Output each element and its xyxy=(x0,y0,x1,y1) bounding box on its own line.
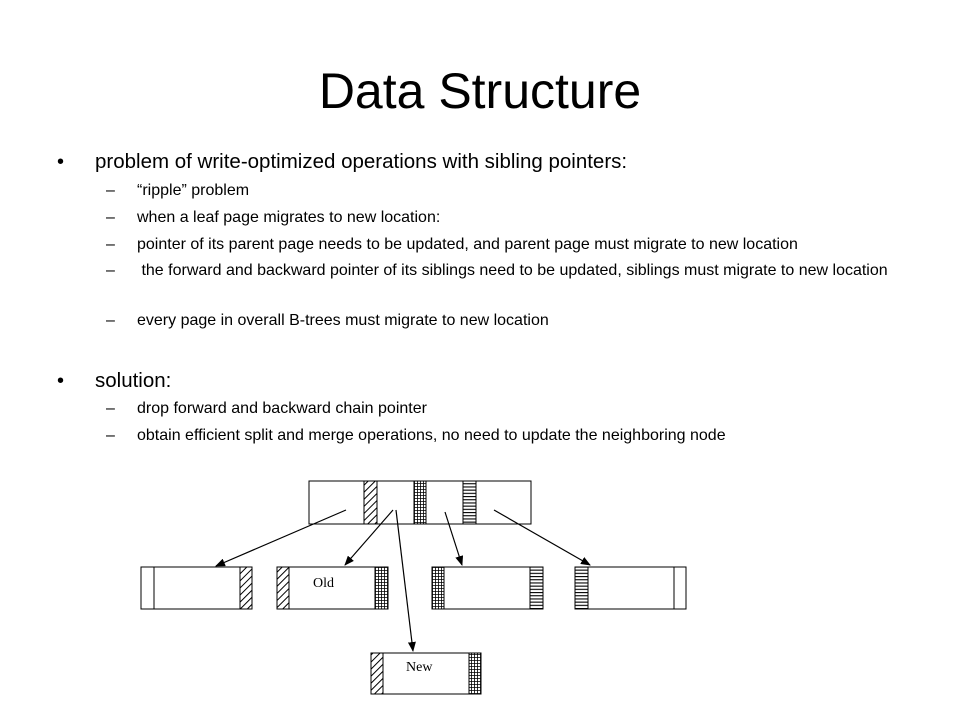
sub-bullet-dash: – xyxy=(106,427,115,444)
sub-bullet-dash: – xyxy=(106,400,115,417)
parent-node xyxy=(308,480,532,525)
sub-bullet-dash: – xyxy=(106,209,115,226)
leaf-node-1 xyxy=(140,566,253,610)
sub-bullet-dash: – xyxy=(106,182,115,199)
arrow-to-leaf-3 xyxy=(444,511,464,566)
sub-bullet-parent-pointer: pointer of its parent page needs to be u… xyxy=(137,236,798,253)
sub-bullet-drop-pointer: drop forward and backward chain pointer xyxy=(137,400,427,417)
parent-pointer-diagonal xyxy=(363,480,378,525)
pointer-arrows xyxy=(215,509,591,652)
sub-bullet-ripple: “ripple” problem xyxy=(137,182,250,199)
leaf-node-new: New xyxy=(370,652,482,695)
bullet-problem: problem of write-optimized operations wi… xyxy=(95,150,628,173)
sub-bullet-dash: – xyxy=(106,312,115,329)
leaf-node-3 xyxy=(431,566,544,610)
sub-bullet-dash: – xyxy=(106,236,115,253)
sub-bullet-efficient-split: obtain efficient split and merge operati… xyxy=(137,427,726,444)
old-node-label: Old xyxy=(313,576,334,591)
bullet-solution: solution: xyxy=(95,369,172,392)
bullet-dot: • xyxy=(57,370,65,392)
sub-bullet-dash: – xyxy=(106,262,115,279)
sub-bullet-sibling-pointers: the forward and backward pointer of its … xyxy=(137,262,888,279)
arrow-to-new xyxy=(395,509,416,652)
parent-pointer-hlines xyxy=(462,480,477,525)
sub-bullet-leaf-migrates: when a leaf page migrates to new locatio… xyxy=(137,209,441,226)
arrow-to-old xyxy=(344,509,394,566)
arrow-to-leaf-1 xyxy=(215,509,347,567)
bullet-dot: • xyxy=(57,151,65,173)
leaf-node-old: Old xyxy=(276,566,389,610)
new-node-label: New xyxy=(406,660,433,675)
leaf-node-4 xyxy=(574,566,687,610)
arrow-to-leaf-4 xyxy=(493,509,591,566)
sub-bullet-every-page: every page in overall B-trees must migra… xyxy=(137,312,549,329)
parent-pointer-grid xyxy=(413,480,427,525)
slide-title: Data Structure xyxy=(318,63,642,119)
